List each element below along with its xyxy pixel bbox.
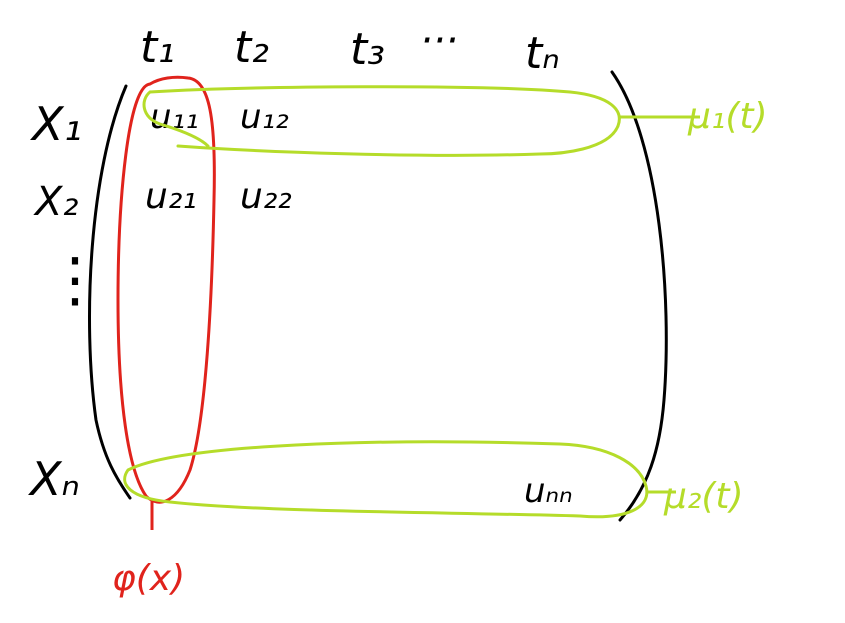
cell-u22: u₂₂ [240,176,292,217]
column-header-t2: t₂ [234,22,269,73]
row-loop-bottom-green [123,440,649,519]
cell-u11: u₁₁ [150,97,199,137]
row-loop-top-green [142,85,621,157]
row-header-x1: X₁ [30,97,82,151]
row-header-x2: X₂ [33,179,78,225]
column-header-tn: tₙ [525,28,560,79]
left-bracket [88,84,132,500]
row-header-vertical-ellipsis: ⋮ [45,245,105,315]
right-bracket [610,70,668,522]
cell-u21: u₂₁ [145,176,197,217]
column-header-t1: t₁ [140,22,175,73]
column-mode-label: φ(x) [112,558,185,599]
row-mode-1-label: μ₁(t) [687,96,768,137]
cell-uNn: uₙₙ [524,471,573,511]
row-header-xn: Xₙ [28,452,80,506]
row-mode-2-label: μ₂(t) [663,476,744,517]
cell-u12: u₁₂ [240,97,289,137]
column-loop-red [116,75,216,504]
column-header-ellipsis: ··· [420,18,458,64]
column-header-t3: t₃ [350,24,385,75]
